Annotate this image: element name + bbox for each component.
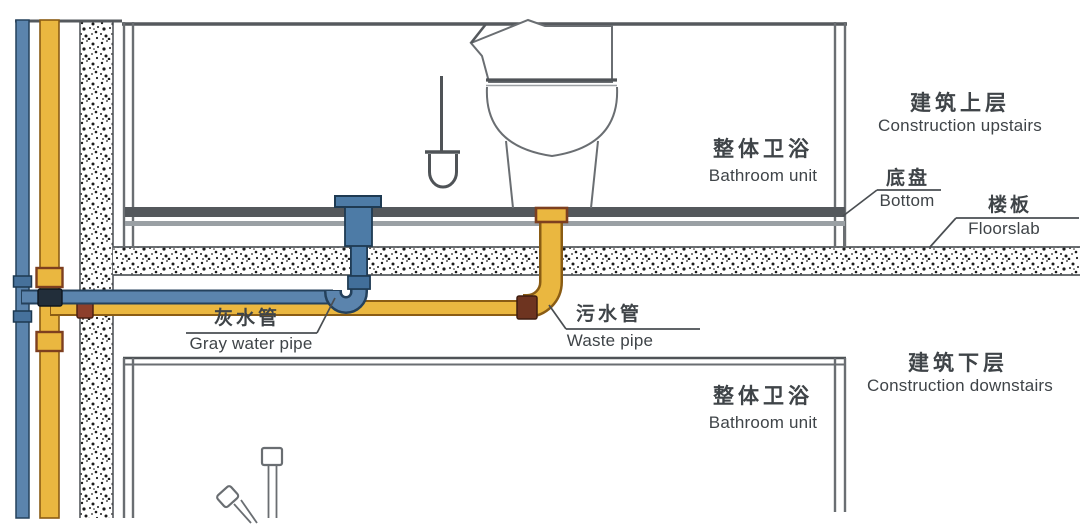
gray-water-riser-pipe — [12, 19, 33, 519]
break-line — [469, 23, 488, 44]
label-bottom-pan-zh: 底盘 — [885, 168, 930, 189]
shower-riser — [260, 446, 284, 518]
leader-lines — [186, 189, 1079, 334]
label-construction-upstairs-zh: 建筑上层 — [910, 92, 1010, 115]
waste-riser-pipe — [35, 19, 64, 519]
waste-pipe-horizontal — [50, 206, 569, 320]
floor-slab — [113, 246, 1080, 276]
lower-bathroom-unit-shell — [122, 356, 847, 518]
label-bathroom-unit-lower-en: Bathroom unit — [708, 413, 818, 432]
floor-drain — [334, 195, 382, 290]
pipe-crossing-clamp — [37, 288, 63, 307]
label-floorslab-en: Floorslab — [968, 219, 1040, 238]
shaft-wall — [79, 21, 114, 518]
label-bottom-pan-en: Bottom — [879, 191, 935, 210]
label-gray-water-pipe-en: Gray water pipe — [189, 334, 313, 353]
waste-pipe-coupling — [516, 295, 538, 320]
gray-water-pipe-horizontal — [21, 288, 333, 307]
label-construction-downstairs-zh: 建筑下层 — [908, 352, 1008, 375]
label-construction-downstairs-en: Construction downstairs — [866, 376, 1053, 395]
p-trap — [324, 245, 368, 314]
label-bathroom-unit-upper-en: Bathroom unit — [708, 166, 818, 185]
label-bathroom-unit-upper-zh: 整体卫浴 — [713, 138, 813, 161]
toilet — [469, 18, 619, 209]
bottom-pan — [125, 207, 845, 226]
label-waste-pipe-en: Waste pipe — [566, 331, 654, 350]
hand-shower — [216, 485, 258, 524]
label-construction-upstairs-en: Construction upstairs — [878, 116, 1042, 135]
toilet-brush — [425, 76, 460, 189]
label-gray-water-pipe-zh: 灰水管 — [213, 308, 280, 329]
label-floorslab-zh: 楼板 — [987, 195, 1032, 216]
label-waste-pipe-zh: 污水管 — [575, 304, 642, 325]
label-bathroom-unit-lower-zh: 整体卫浴 — [713, 385, 813, 408]
